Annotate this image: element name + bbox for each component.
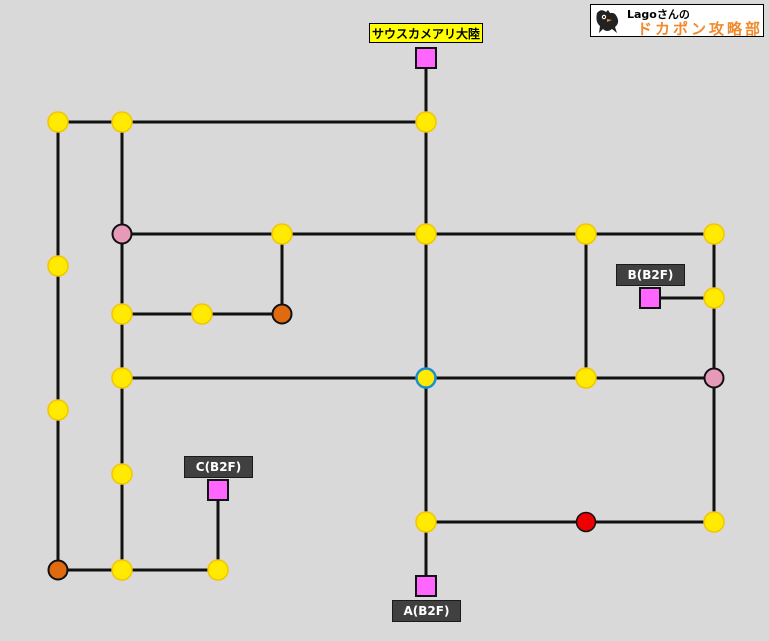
logo-brand-text: Lagoさんの [627, 8, 690, 21]
label-north-exit: サウスカメアリ大陸 [369, 23, 483, 43]
exit-square-north [415, 47, 437, 69]
yellow-space [575, 223, 597, 245]
site-logo: Lagoさんの ドカポン攻略部 [590, 4, 764, 38]
yellow-space [703, 287, 725, 309]
yellow-space [415, 511, 437, 533]
label-exit-a: A(B2F) [392, 600, 461, 622]
map-paths [56, 58, 716, 586]
yellow-space [703, 223, 725, 245]
yellow-space [415, 111, 437, 133]
red-space [575, 511, 597, 533]
yellow-space [271, 223, 293, 245]
current-position-space [415, 367, 437, 389]
exit-square-b [639, 287, 661, 309]
logo-title-text: ドカポン攻略部 [637, 20, 764, 38]
yellow-space [47, 399, 69, 421]
map-spaces [47, 47, 725, 597]
orange-space [47, 559, 69, 581]
exit-square-a [415, 575, 437, 597]
orange-space [271, 303, 293, 325]
yellow-space [47, 255, 69, 277]
yellow-space [111, 303, 133, 325]
yellow-space [111, 111, 133, 133]
yellow-space [191, 303, 213, 325]
yellow-space [47, 111, 69, 133]
pink-space [703, 367, 725, 389]
yellow-space [415, 223, 437, 245]
yellow-space [111, 367, 133, 389]
yellow-space [111, 559, 133, 581]
pink-space [111, 223, 133, 245]
label-exit-c: C(B2F) [184, 456, 253, 478]
yellow-space [111, 463, 133, 485]
yellow-space [575, 367, 597, 389]
bird-mascot-icon [596, 10, 619, 33]
label-exit-b: B(B2F) [616, 264, 685, 286]
exit-square-c [207, 479, 229, 501]
yellow-space [207, 559, 229, 581]
yellow-space [703, 511, 725, 533]
